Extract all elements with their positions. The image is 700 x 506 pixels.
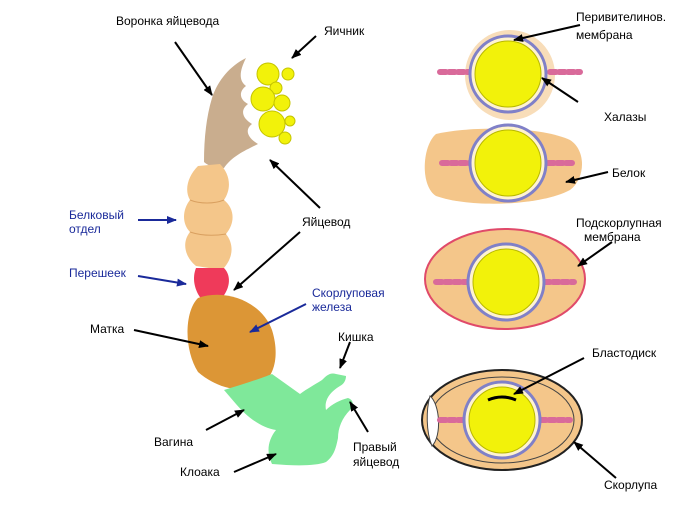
uterus-shape — [187, 294, 276, 390]
ovary-follicles — [250, 62, 296, 145]
label-blastodisc: Бластодиск — [592, 346, 657, 360]
label-perivitelline-line1: Перивителинов. — [576, 10, 667, 24]
egg-3 — [424, 228, 586, 330]
label-subshell-line1: Подскорлупная — [576, 216, 662, 230]
funnel-shape — [204, 58, 258, 168]
label-subshell-line2: мембрана — [584, 230, 641, 244]
label-right-oviduct-line1: Правый — [353, 440, 397, 454]
blastodisc-mark — [487, 395, 517, 402]
albumen-section-shape — [184, 164, 233, 270]
label-albumen-section-line2: отдел — [69, 222, 101, 236]
label-albumen: Белок — [612, 166, 646, 180]
label-shell-gland-line1: Скорлуповая — [312, 286, 385, 300]
label-funnel: Воронка яйцевода — [116, 14, 220, 28]
egg-4 — [421, 369, 583, 471]
vagina-cloaca-shape — [224, 373, 353, 466]
label-perivitelline-line2: мембрана — [576, 28, 633, 42]
label-shell-gland-line2: железа — [312, 300, 352, 314]
isthmus-shape — [194, 268, 229, 300]
egg-2 — [424, 123, 582, 204]
label-shell: Скорлупа — [604, 478, 658, 492]
label-chalazae: Халазы — [604, 110, 647, 124]
label-intestine: Кишка — [338, 330, 374, 344]
label-albumen-section-line1: Белковый — [69, 208, 124, 222]
label-cloaca: Клоака — [180, 465, 220, 479]
label-oviduct: Яйцевод — [302, 215, 351, 229]
label-right-oviduct-line2: яйцевод — [353, 455, 400, 469]
label-vagina: Вагина — [154, 435, 194, 449]
blue-arrows — [137, 216, 307, 333]
albumen-folds — [189, 199, 227, 236]
label-ovary: Яичник — [324, 24, 365, 38]
label-uterus: Матка — [90, 322, 125, 336]
label-isthmus: Перешеек — [69, 266, 126, 280]
arrows — [133, 24, 617, 479]
egg-1 — [437, 30, 583, 120]
